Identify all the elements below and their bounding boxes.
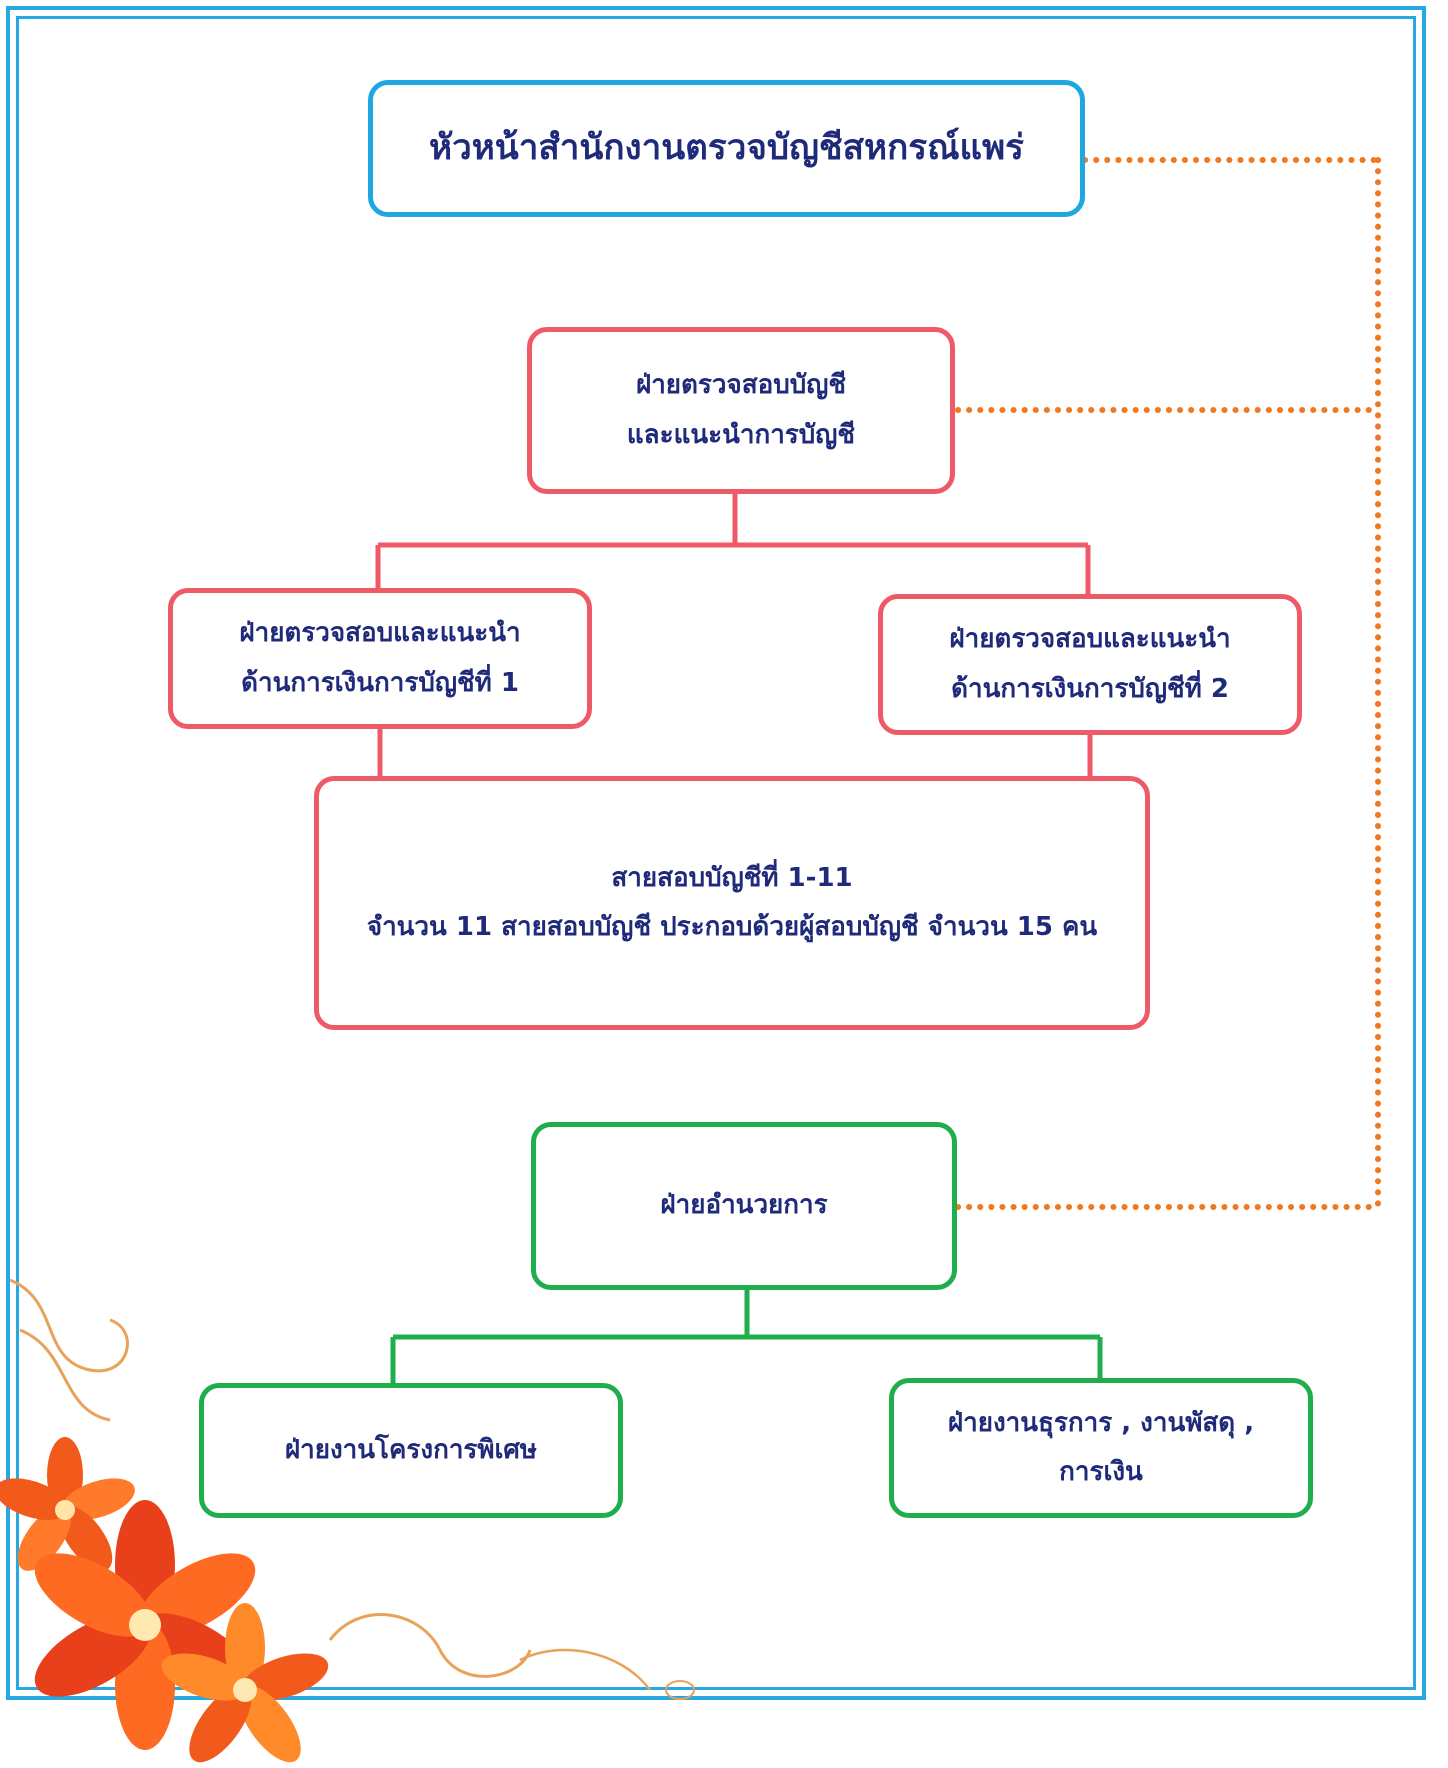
dotted-connectors	[955, 157, 1381, 1210]
audit-connectors	[375, 492, 1093, 778]
sub-division-2-line2: ด้านการเงินการบัญชีที่ 2	[951, 673, 1229, 704]
general-affairs-line2: การเงิน	[1059, 1457, 1143, 1487]
admin-division-label: ฝ่ายอำนวยการ	[660, 1190, 828, 1221]
admin-division-box: ฝ่ายอำนวยการ	[531, 1122, 957, 1290]
sub-division-1-line1: ฝ่ายตรวจสอบและแนะนำ	[239, 618, 521, 649]
page-frame-outer	[6, 6, 1426, 1700]
head-office-title: หัวหน้าสำนักงานตรวจบัญชีสหกรณ์แพร่	[429, 128, 1024, 169]
special-projects-box: ฝ่ายงานโครงการพิเศษ	[199, 1383, 623, 1518]
general-affairs-line1: ฝ่ายงานธุรการ , งานพัสดุ ,	[947, 1407, 1255, 1438]
audit-lines-line2: จำนวน 11 สายสอบบัญชี ประกอบด้วยผู้สอบบัญ…	[366, 912, 1098, 942]
special-projects-label: ฝ่ายงานโครงการพิเศษ	[284, 1434, 538, 1465]
head-office-box: หัวหน้าสำนักงานตรวจบัญชีสหกรณ์แพร่	[368, 80, 1085, 217]
admin-connectors	[390, 1288, 1103, 1385]
audit-division-line1: ฝ่ายตรวจสอบบัญชี	[635, 370, 847, 401]
audit-lines-line1: สายสอบบัญชีที่ 1-11	[611, 862, 853, 893]
sub-division-1-line2: ด้านการเงินการบัญชีที่ 1	[241, 667, 519, 698]
sub-division-1-box: ฝ่ายตรวจสอบและแนะนำ ด้านการเงินการบัญชีท…	[168, 588, 592, 729]
audit-lines-box: สายสอบบัญชีที่ 1-11 จำนวน 11 สายสอบบัญชี…	[314, 776, 1150, 1030]
corner-flowers-decoration	[0, 1278, 695, 1763]
audit-division-line2: และแนะนำการบัญชี	[626, 419, 856, 450]
general-affairs-box: ฝ่ายงานธุรการ , งานพัสดุ , การเงิน	[889, 1378, 1313, 1518]
audit-division-box: ฝ่ายตรวจสอบบัญชี และแนะนำการบัญชี	[527, 327, 955, 494]
sub-division-2-box: ฝ่ายตรวจสอบและแนะนำ ด้านการเงินการบัญชีท…	[878, 594, 1302, 735]
sub-division-2-line1: ฝ่ายตรวจสอบและแนะนำ	[949, 624, 1231, 655]
page-frame-inner	[16, 16, 1416, 1690]
